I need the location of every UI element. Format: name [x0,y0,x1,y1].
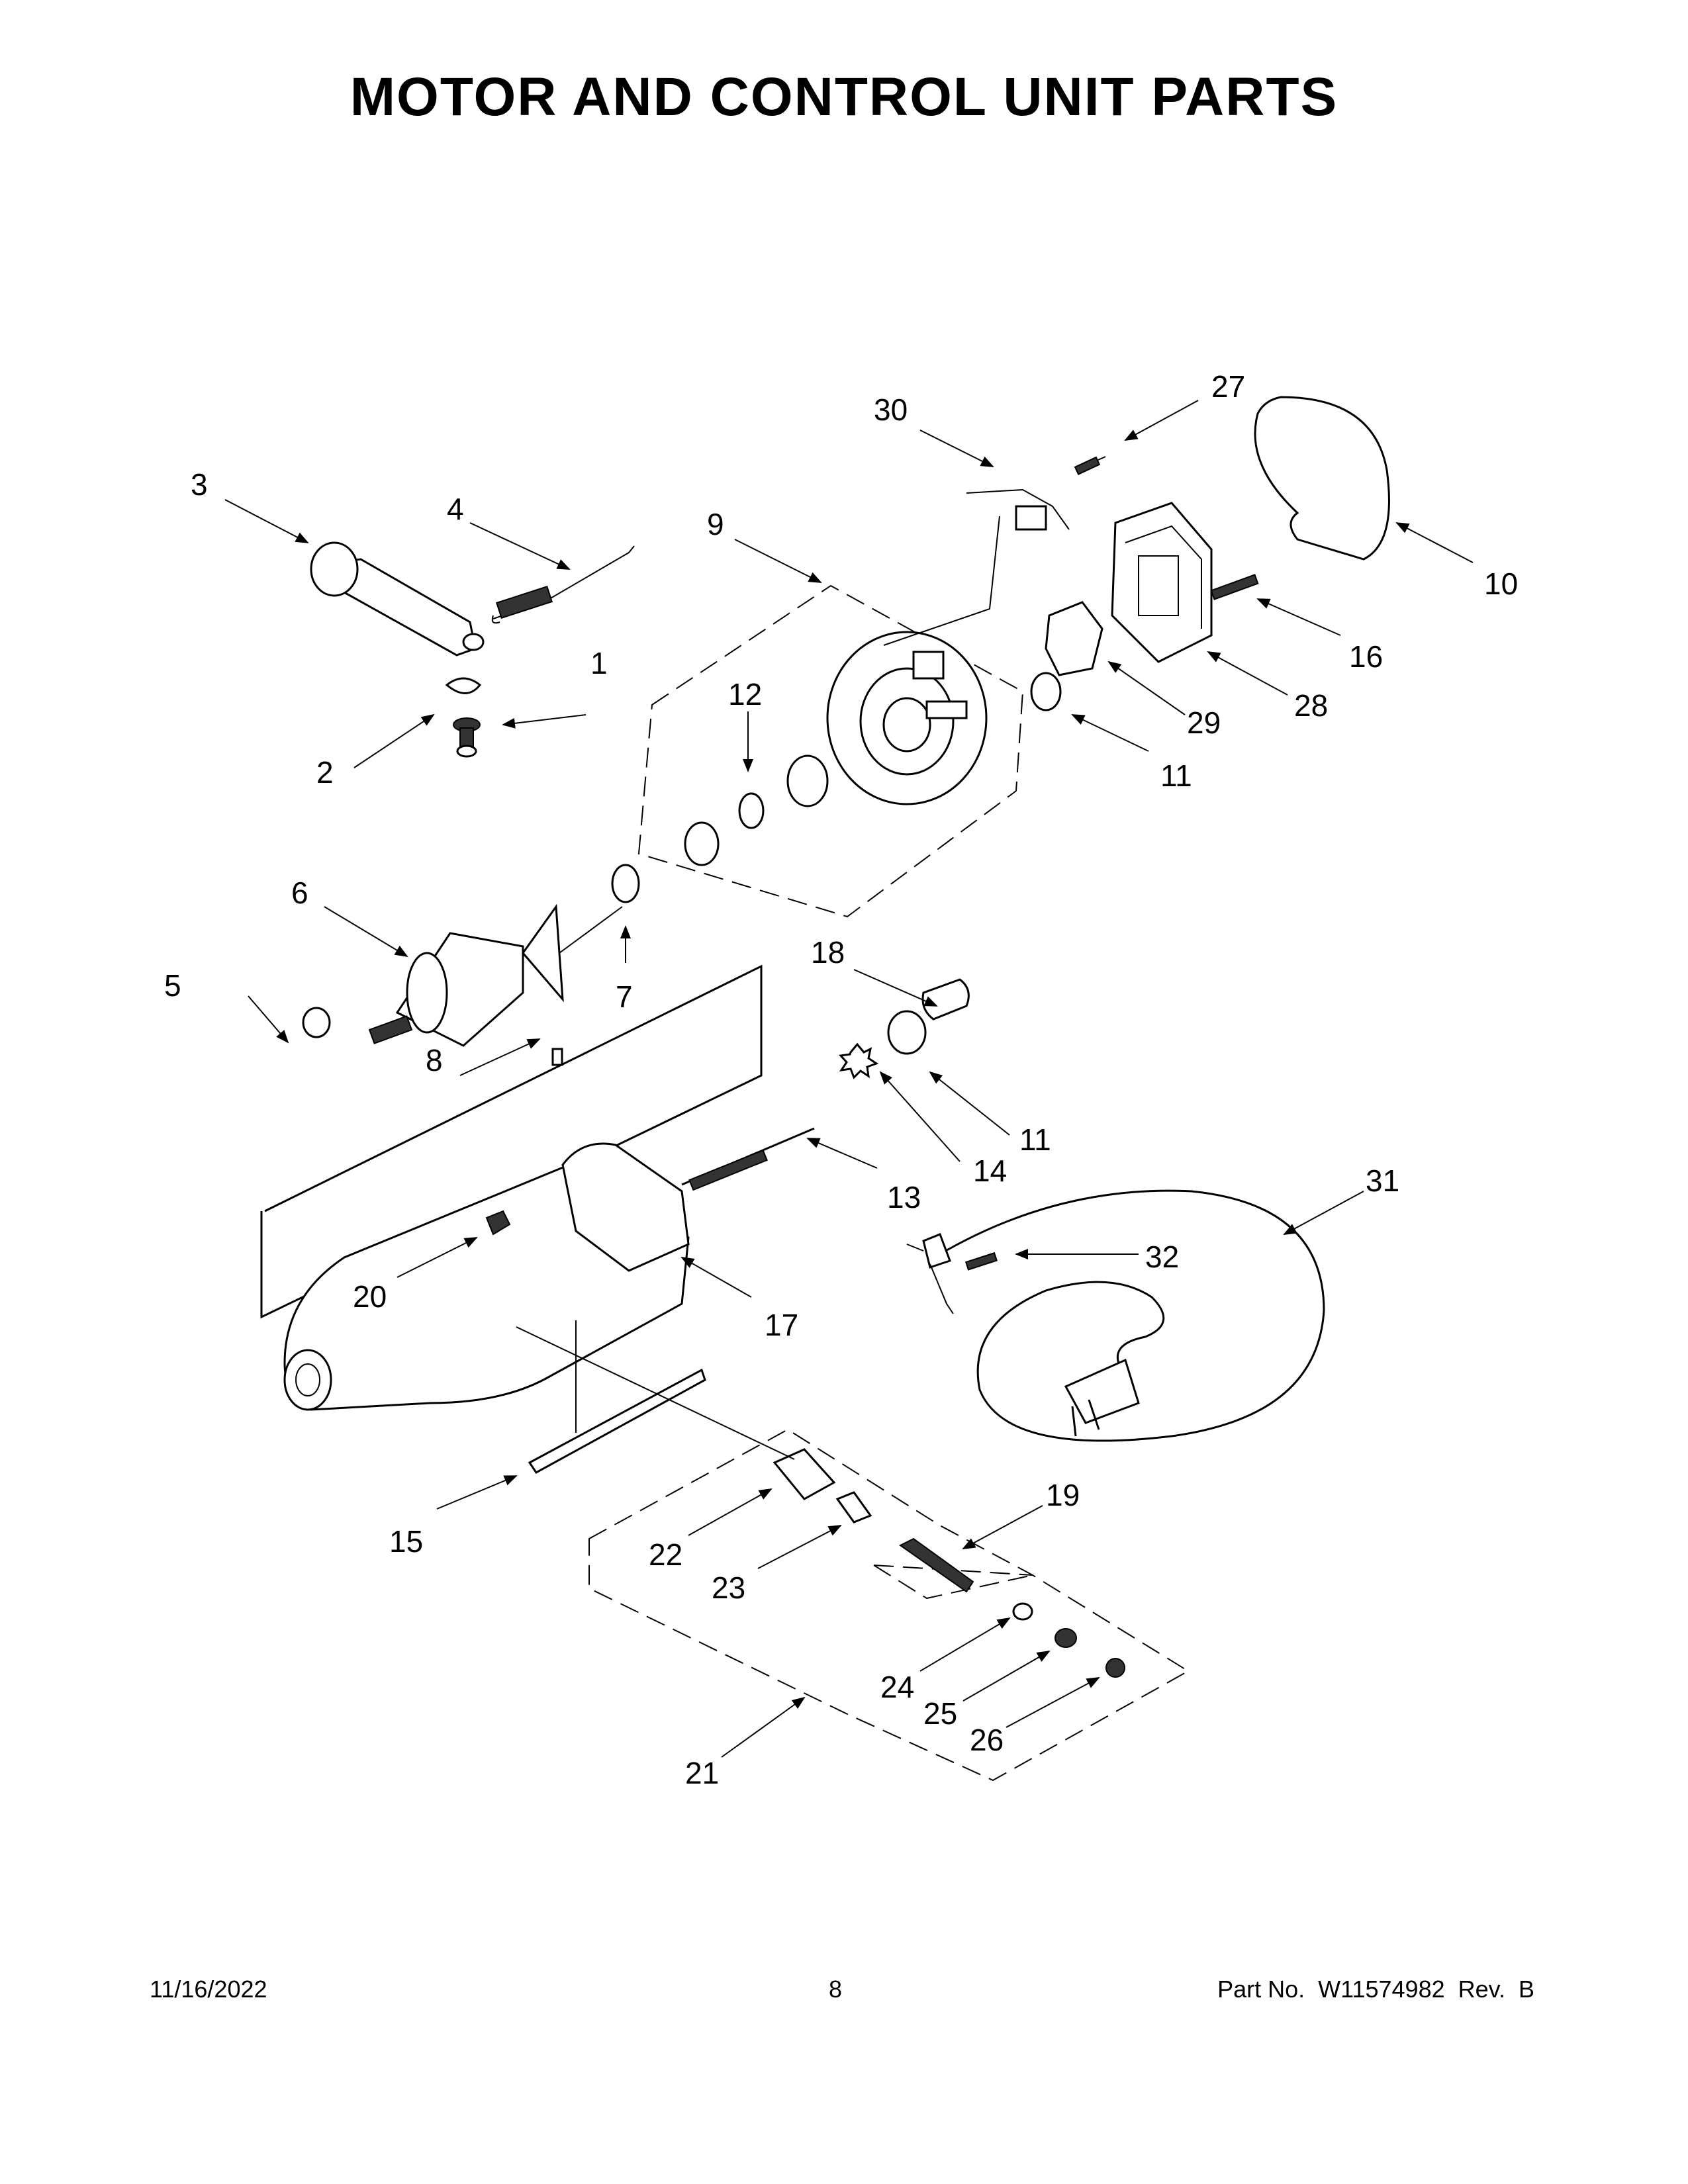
part-30-wire-harness [883,488,1070,646]
part-18-sleeve [921,978,970,1021]
part-4-spring [491,545,635,624]
callout-5: 5 [164,968,181,1003]
leader-arrows [224,400,1474,1758]
callout-27: 27 [1211,369,1245,404]
part-5-washer [302,1007,331,1038]
part-13-rod [681,1127,815,1191]
part-3-lever [310,541,485,657]
callout-4: 4 [447,492,464,526]
callout-7: 7 [616,979,633,1014]
part-20-plug [485,1210,511,1236]
callout-26: 26 [970,1723,1004,1757]
callout-labels: 1 2 3 4 5 6 7 8 9 10 11 11 12 13 14 15 1… [164,369,1518,1790]
callout-18: 18 [811,935,845,970]
part-17-housing [283,1142,690,1411]
footer-page-number: 8 [829,1976,843,2003]
part-14-star-washer [839,1042,879,1079]
part-23-coupler [835,1491,872,1524]
part-29-controller [1045,601,1103,676]
group-box-19 [873,1565,1033,1576]
callout-20: 20 [353,1279,387,1314]
callout-25: 25 [923,1696,957,1731]
callout-8: 8 [426,1043,443,1077]
callout-12: 12 [728,677,762,711]
part-22-sleeve [773,1448,836,1500]
part-24-bushing [1012,1602,1033,1621]
callout-32: 32 [1145,1240,1179,1274]
part-8-brush [551,1048,563,1066]
callout-15: 15 [389,1524,423,1559]
part-25-spring [1055,1628,1077,1648]
part-16-screw [1210,574,1259,600]
callout-16: 16 [1349,639,1383,674]
part-11-nut [887,1010,927,1055]
part-26-cap [1105,1658,1125,1678]
part-32-screw [964,1251,998,1271]
callout-23: 23 [712,1570,745,1605]
footer-date: 11/16/2022 [150,1976,267,2003]
bracket-5-6 [260,964,763,1319]
callout-10: 10 [1484,567,1518,601]
callout-1: 1 [590,646,608,680]
callout-13: 13 [887,1180,921,1214]
part-28-control-board [1111,502,1213,663]
part-27-screw [1074,456,1106,475]
callout-30: 30 [874,392,908,427]
callout-3: 3 [191,467,208,502]
part-12-washer [738,792,765,829]
callout-11-lower: 11 [1019,1122,1051,1157]
group-box-21 [588,1428,1190,1782]
callout-31: 31 [1366,1163,1399,1198]
group-box-19b [873,1565,1033,1600]
callout-24: 24 [880,1670,914,1704]
callout-11-upper: 11 [1160,758,1192,793]
part-1-2-screw-washer [445,677,482,758]
part-19-screw [899,1537,974,1593]
group-box-9 [637,584,1024,918]
part-11-bushing-top [1030,672,1062,711]
page-title: MOTOR AND CONTROL UNIT PARTS [350,67,1338,127]
part-15-lever [528,1368,706,1474]
callout-22: 22 [649,1537,682,1572]
callout-9: 9 [707,507,724,541]
part-6-armature [368,903,623,1047]
part-7-washer [611,864,640,903]
part-clip [684,821,720,866]
callout-19: 19 [1046,1478,1080,1512]
part-bearing [786,754,829,807]
callout-29: 29 [1187,705,1221,740]
callout-21: 21 [685,1756,719,1790]
part-31-power-cord [906,1189,1325,1442]
callout-17: 17 [765,1308,798,1342]
part-10-gasket [1254,396,1390,561]
callout-2: 2 [316,755,334,790]
callout-14: 14 [973,1154,1007,1188]
footer-part-number: Part No. W11574982 Rev. B [1217,1976,1534,2003]
part-9-end-plate [826,631,988,805]
callout-6: 6 [291,876,308,910]
callout-28: 28 [1294,688,1328,723]
